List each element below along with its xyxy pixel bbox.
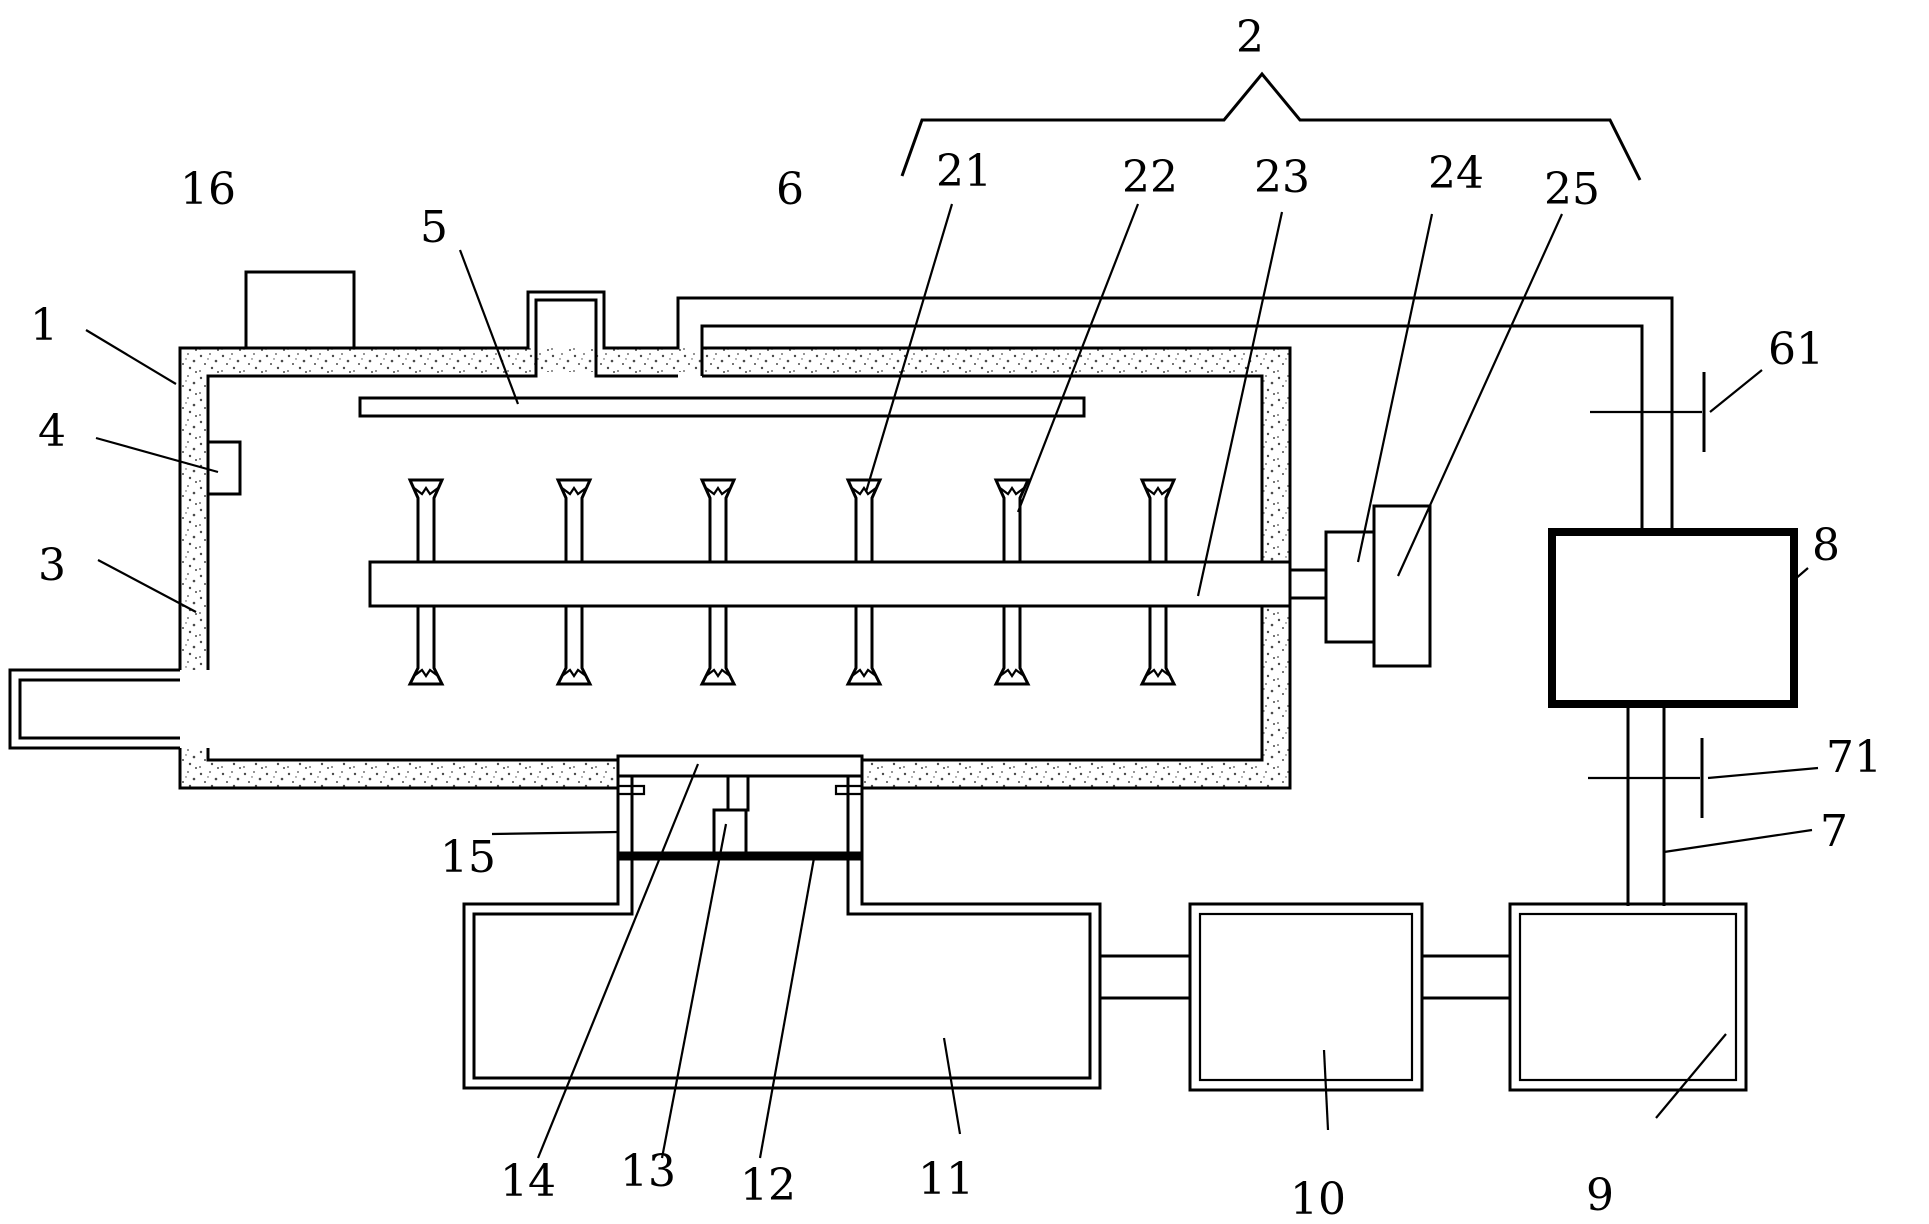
label-22: 22 xyxy=(1122,152,1178,203)
valve-71 xyxy=(1588,738,1704,818)
label-11: 11 xyxy=(918,1154,974,1205)
motor-25 xyxy=(1372,504,1432,668)
leader-lines xyxy=(85,203,1819,1159)
paddle-array xyxy=(407,478,1177,686)
sensor-4 xyxy=(206,440,242,496)
label-9: 9 xyxy=(1586,1170,1614,1221)
feed-box-16 xyxy=(244,270,356,350)
coupling-24 xyxy=(1324,530,1376,644)
insulated-housing xyxy=(178,290,1674,790)
label-7: 7 xyxy=(1820,806,1848,857)
label-13: 13 xyxy=(620,1146,676,1197)
paddle xyxy=(845,478,883,686)
label-1: 1 xyxy=(30,300,58,351)
discharge-outlet xyxy=(8,668,180,750)
shaft-extension xyxy=(1288,568,1328,600)
tank-11 xyxy=(462,862,1102,1090)
label-5: 5 xyxy=(420,202,448,253)
paddle xyxy=(555,478,593,686)
label-15: 15 xyxy=(440,832,496,883)
group-2-brace xyxy=(900,71,1642,181)
pipe-7 xyxy=(1626,702,1666,906)
label-21: 21 xyxy=(936,146,992,197)
spray-bar-5 xyxy=(358,396,1086,418)
pipe-11-10 xyxy=(1100,954,1190,1000)
label-6: 6 xyxy=(776,164,804,215)
label-61: 61 xyxy=(1768,324,1824,375)
heater-8 xyxy=(1548,528,1798,708)
label-4: 4 xyxy=(38,406,66,457)
label-12: 12 xyxy=(740,1160,796,1211)
shaft-23 xyxy=(368,560,1292,608)
label-2: 2 xyxy=(1236,12,1264,63)
paddle xyxy=(407,478,445,686)
label-23: 23 xyxy=(1254,152,1310,203)
pump-10 xyxy=(1188,902,1424,1092)
label-3: 3 xyxy=(38,540,66,591)
label-8: 8 xyxy=(1812,520,1840,571)
label-16: 16 xyxy=(180,164,236,215)
valve-61 xyxy=(1590,372,1706,452)
discharge-valve xyxy=(616,754,864,868)
label-24: 24 xyxy=(1428,148,1484,199)
paddle xyxy=(1139,478,1177,686)
label-14: 14 xyxy=(500,1156,556,1207)
paddle xyxy=(993,478,1031,686)
tank-9 xyxy=(1508,902,1748,1092)
label-71: 71 xyxy=(1826,732,1882,783)
label-25: 25 xyxy=(1544,164,1600,215)
part-labels: 1 2 3 4 5 6 7 8 9 10 11 12 13 14 15 16 2… xyxy=(30,12,1882,1224)
pipe-10-9 xyxy=(1422,954,1510,1000)
label-10: 10 xyxy=(1290,1174,1346,1224)
paddle xyxy=(699,478,737,686)
